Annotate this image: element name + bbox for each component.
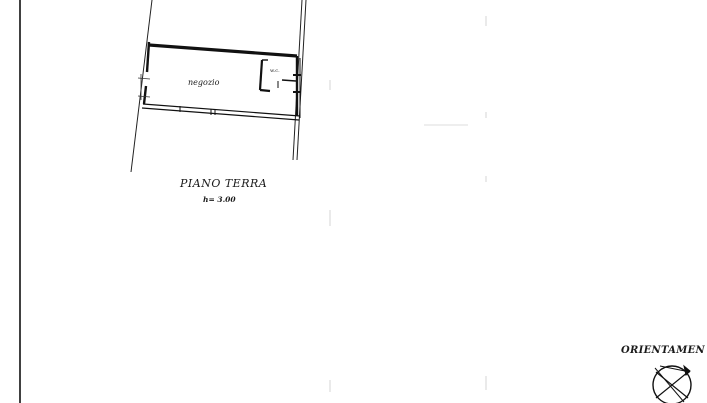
building-walls [141, 41, 301, 121]
room-label-negozio: negozio [188, 78, 220, 87]
scan-marks [329, 16, 487, 392]
floor-title: PIANO TERRA [180, 177, 268, 190]
entrance-marks [137, 74, 151, 100]
floor-height: h= 3.00 [203, 195, 236, 204]
room-label-wc: w.c. [270, 68, 280, 74]
wc-walls [258, 59, 297, 93]
compass-rose-icon [652, 364, 692, 403]
orientation-label: ORIENTAMEN [621, 345, 705, 356]
